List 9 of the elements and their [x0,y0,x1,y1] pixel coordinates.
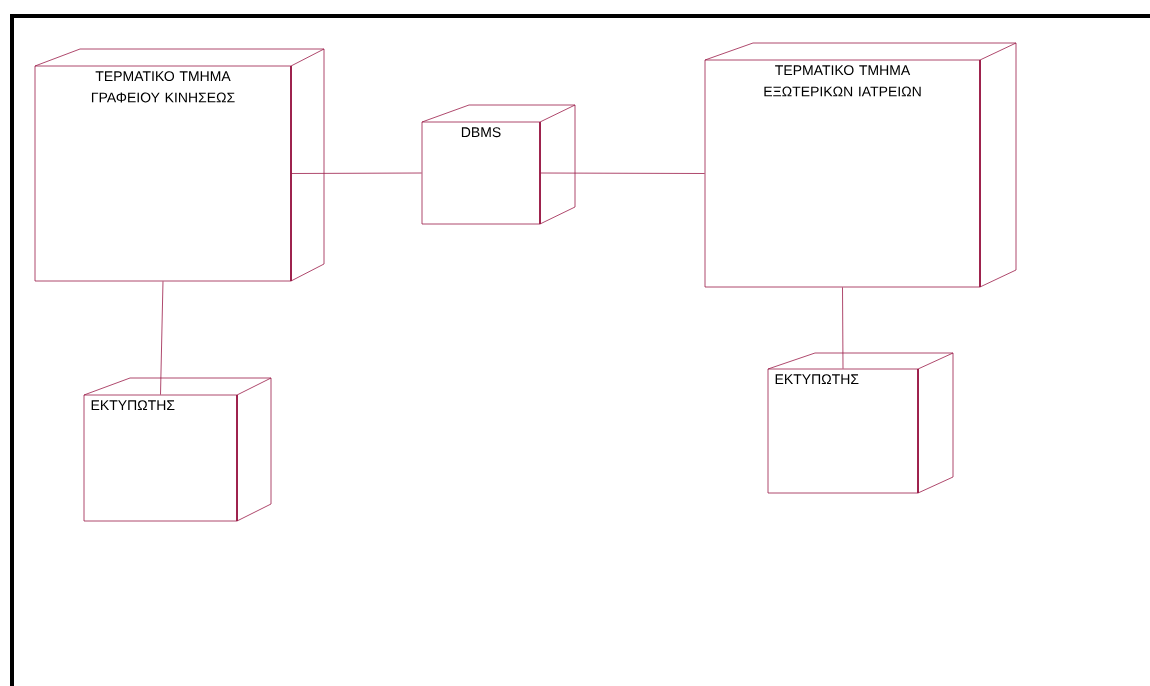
deployment-node: DBMS [421,104,576,225]
connector-line [842,287,844,369]
connector-line [540,172,705,174]
connector-line [291,172,422,174]
deployment-node: ΕΚΤΥΠΩΤΗΣ [83,377,272,522]
deployment-node: ΕΚΤΥΠΩΤΗΣ [767,352,954,494]
deployment-node: ΤΕΡΜΑΤΙΚΟ ΤΜΗΜΑ ΕΞΩΤΕΡΙΚΩΝ ΙΑΤΡΕΙΩΝ [704,42,1017,288]
deployment-node: ΤΕΡΜΑΤΙΚΟ ΤΜΗΜΑ ΓΡΑΦΕΙΟΥ ΚΙΝΗΣΕΩΣ [34,48,325,282]
connector-line [160,281,164,395]
